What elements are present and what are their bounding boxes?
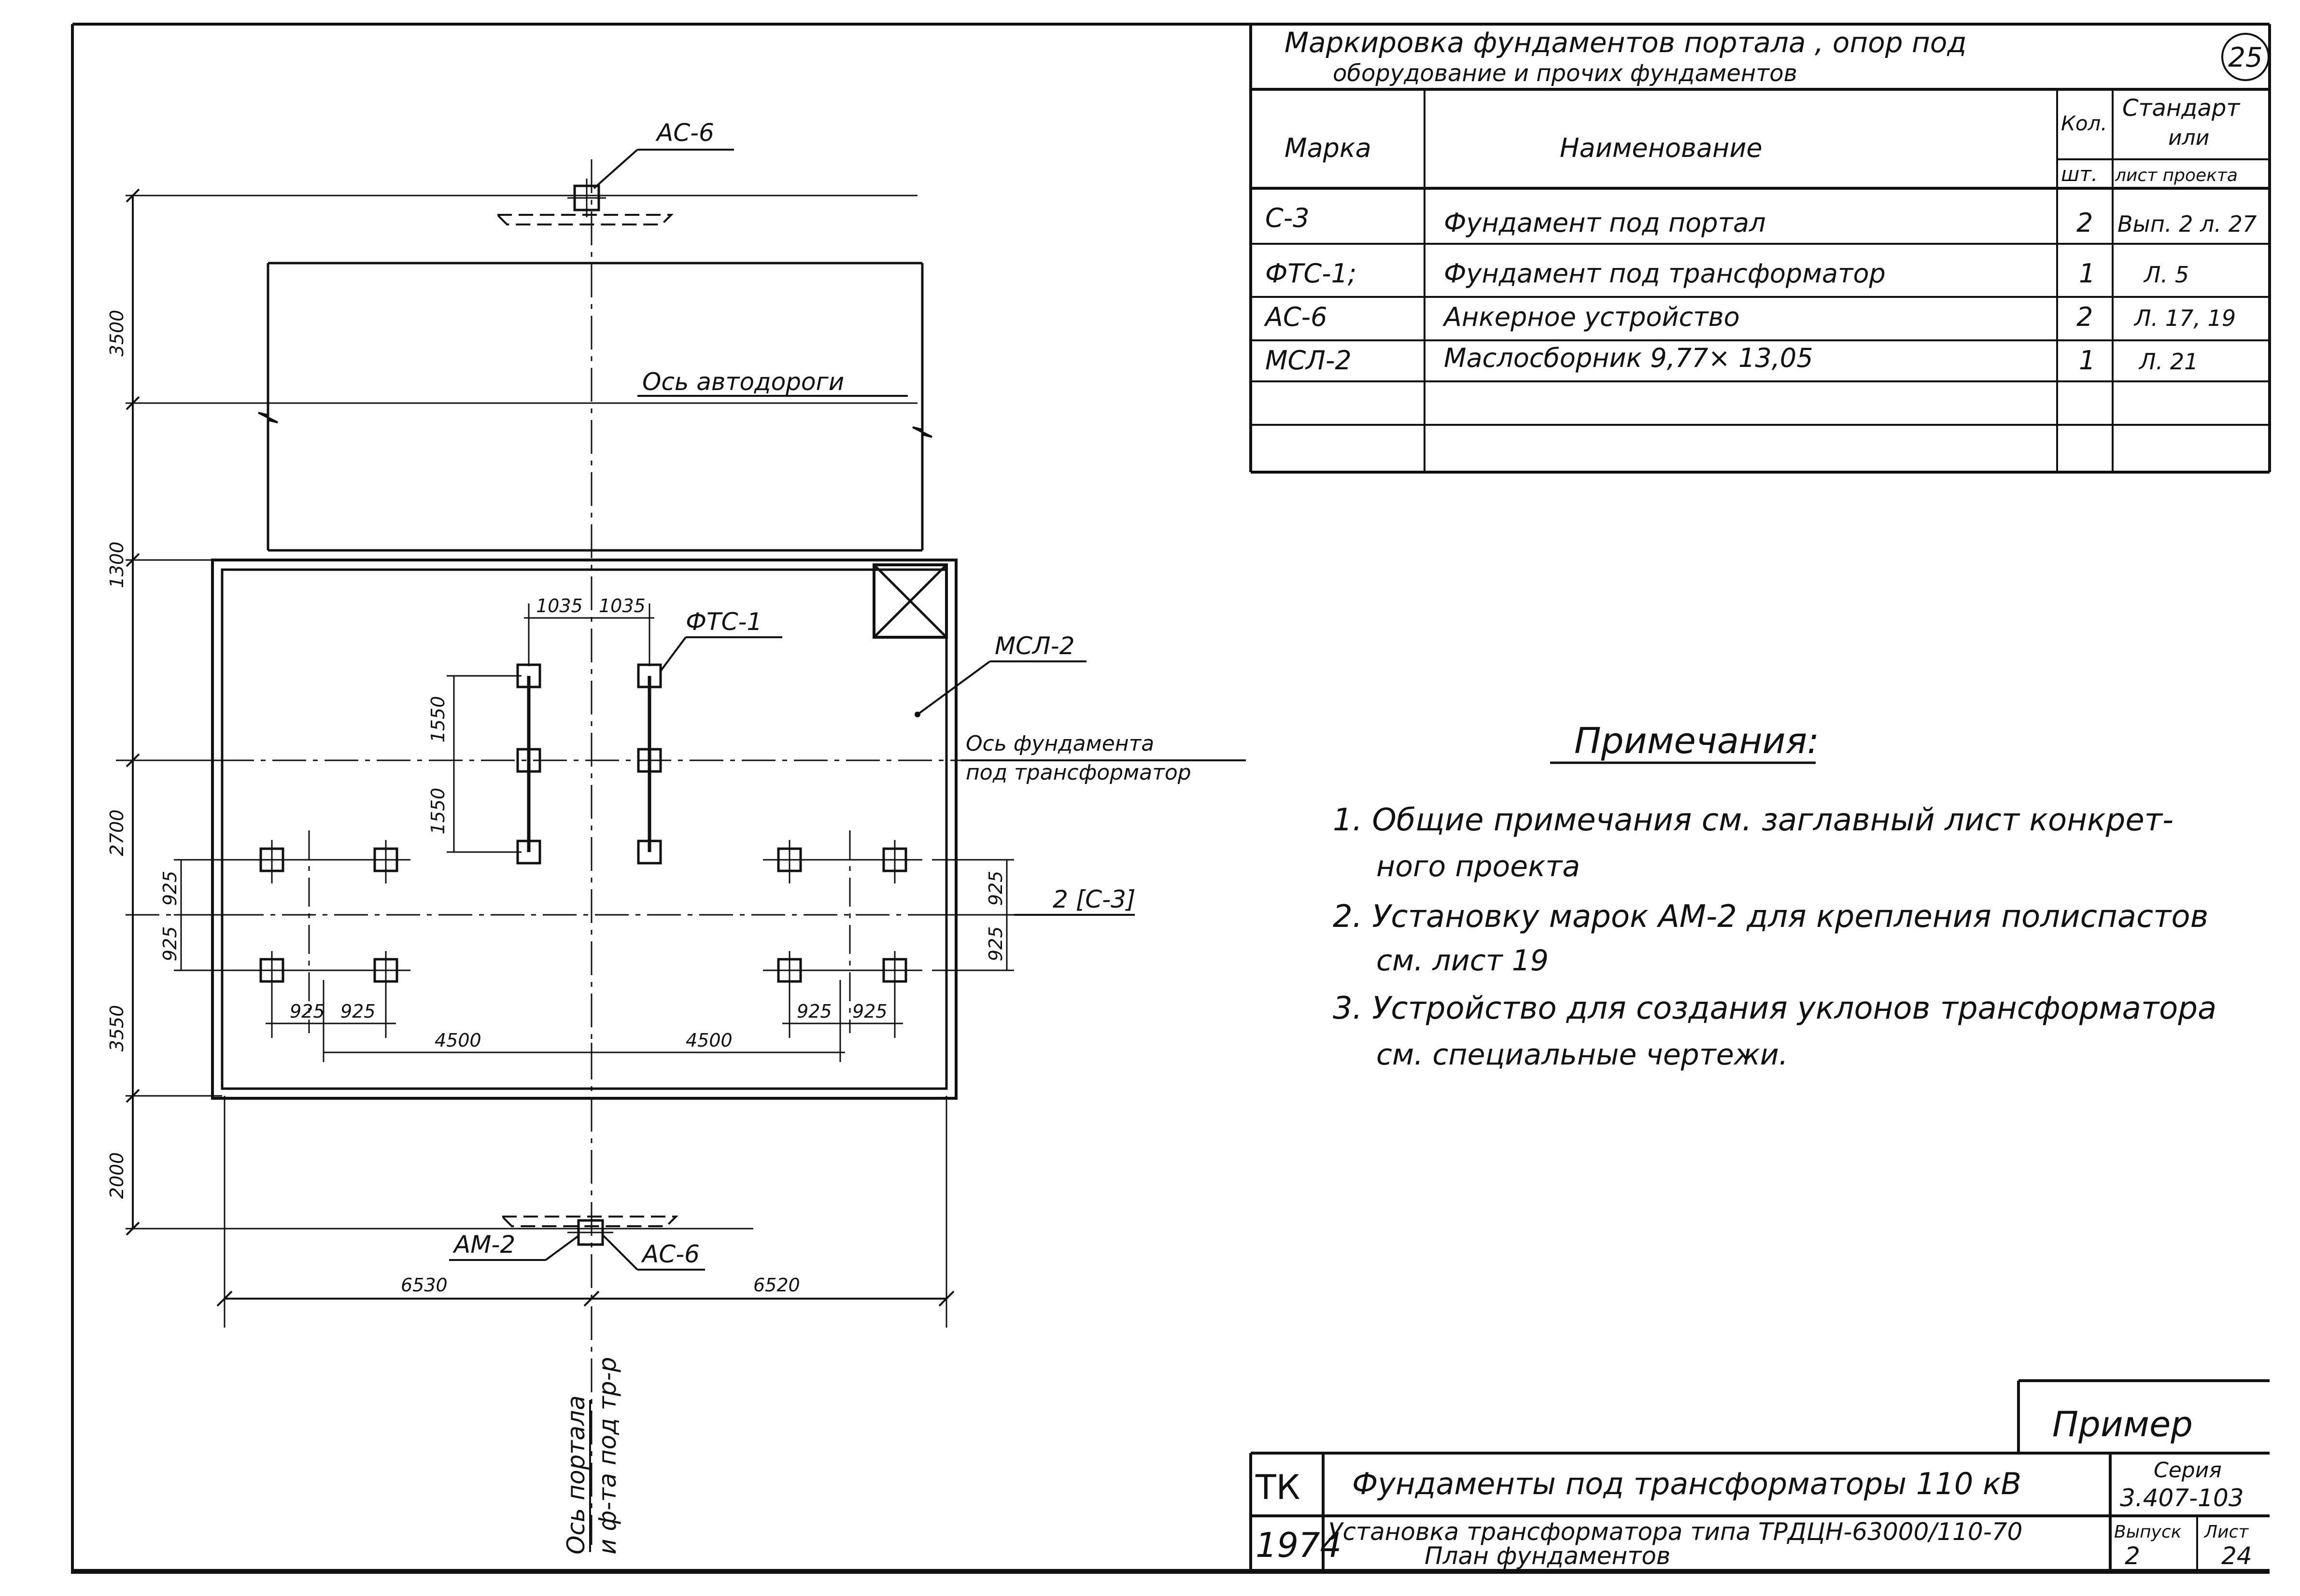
- stamp-series-label: Серия: [2154, 1458, 2222, 1483]
- note-1-line2: ного проекта: [1376, 850, 1580, 883]
- label-ac6-bottom: АС-6: [641, 1240, 700, 1268]
- dim-1550-b: 1550: [427, 788, 449, 835]
- row-ref: Л. 21: [2138, 349, 2198, 375]
- header-mark: Марка: [1284, 133, 1371, 163]
- stamp-example: Пример: [2052, 1404, 2193, 1444]
- note-2-line2: см. лист 19: [1376, 944, 1549, 978]
- stamp-subtitle-2: План фундаментов: [1425, 1542, 1670, 1570]
- table-row: С-3 Фундамент под портал 2 Вып. 2 л. 27: [1265, 203, 2257, 238]
- dim-925-hr1: 925: [797, 1001, 832, 1022]
- dim-925-vl1: 925: [159, 871, 181, 906]
- stamp-subtitle-1: Установка трансформатора типа ТРДЦН-6300…: [1328, 1518, 2022, 1546]
- dim-925-hl1: 925: [290, 1001, 325, 1022]
- dim-6530: 6530: [401, 1274, 448, 1296]
- note-3-line1: 3. Устройство для создания уклонов транс…: [1333, 991, 2216, 1026]
- note-3-line2: см. специальные чертежи.: [1376, 1038, 1788, 1072]
- label-foundation-axis-1: Ось фундамента: [966, 731, 1154, 756]
- title-block: Пример ТК 1974 Фундаменты под трансформа…: [1249, 1379, 2270, 1571]
- row-ref: Вып. 2 л. 27: [2117, 211, 2257, 237]
- notes: Примечания: 1. Общие примечания см. загл…: [1333, 720, 2216, 1072]
- note-1-line1: 1. Общие примечания см. заглавный лист к…: [1333, 802, 2173, 838]
- header-std-1: Стандарт: [2122, 95, 2241, 122]
- anchor-ac6-bottom: АМ-2 АС-6: [449, 1216, 705, 1271]
- table-row: МСЛ-2 Маслосборник 9,77× 13,05 1 Л. 21: [1265, 343, 2198, 376]
- marking-table: 25 Маркировка фундаментов портала , опор…: [1249, 24, 2271, 474]
- label-portal-axis-1: Ось портала: [562, 1395, 590, 1554]
- dim-925-vr2: 925: [985, 926, 1006, 962]
- table-row: АС-6 Анкерное устройство 2 Л. 17, 19: [1264, 302, 2236, 332]
- label-foundation-axis-2: под трансформатор: [966, 760, 1191, 785]
- stamp-org: ТК: [1255, 1468, 1300, 1507]
- header-std-3: лист проекта: [2115, 166, 2238, 185]
- label-msl2: МСЛ-2: [995, 632, 1075, 660]
- row-qty: 1: [2079, 258, 2095, 289]
- dim-3550: 3550: [106, 1005, 127, 1052]
- row-qty: 2: [2076, 208, 2093, 238]
- stamp-sheet-label: Лист: [2203, 1522, 2249, 1542]
- label-ac6-top: АС-6: [655, 119, 714, 147]
- label-c3: 2 [С-3]: [1053, 885, 1135, 913]
- stamp-series-value: 3.407-103: [2120, 1484, 2244, 1512]
- road: Ось автодороги: [258, 262, 932, 552]
- dim-4500-left: 4500: [435, 1030, 481, 1051]
- row-name: Фундамент под трансформатор: [1444, 258, 1886, 289]
- dim-1035-b: 1035: [599, 595, 646, 616]
- dim-925-hl2: 925: [340, 1001, 376, 1022]
- dim-4500-right: 4500: [686, 1030, 733, 1051]
- dim-3500: 3500: [106, 310, 127, 357]
- header-qty-bottom: шт.: [2061, 162, 2098, 186]
- sheet-frame: [71, 23, 2270, 1574]
- row-name: Анкерное устройство: [1442, 302, 1740, 332]
- axes: Ось фундамента под трансформатор 2 [С-3]…: [116, 159, 1246, 1554]
- label-am2: АМ-2: [452, 1231, 515, 1259]
- dim-925-hr2: 925: [852, 1001, 888, 1022]
- row-mark: ФТС-1;: [1265, 258, 1356, 289]
- header-name: Наименование: [1560, 133, 1763, 163]
- plan: 3500 1300 2700 3550 2000 АС-6 Ось автодо…: [106, 119, 1246, 1554]
- dim-925-vr1: 925: [985, 871, 1006, 906]
- label-portal-axis-2: и ф-та под тр-р: [593, 1357, 621, 1554]
- sheet-number: 25: [2228, 42, 2262, 73]
- dim-2700: 2700: [106, 810, 127, 856]
- table-title-line1: Маркировка фундаментов портала , опор по…: [1284, 26, 1966, 59]
- row-qty: 1: [2079, 345, 2095, 376]
- dim-1550-a: 1550: [427, 696, 449, 743]
- row-mark: С-3: [1265, 203, 1310, 233]
- table-title-line2: оборудование и прочих фундаментов: [1333, 60, 1797, 87]
- header-std-2: или: [2168, 126, 2209, 150]
- dim-6520: 6520: [753, 1274, 800, 1296]
- left-dimension-chain: 3500 1300 2700 3550 2000: [106, 188, 917, 1236]
- row-ref: Л. 17, 19: [2133, 305, 2236, 331]
- stamp-issue-value: 2: [2125, 1542, 2140, 1570]
- table-row: ФТС-1; Фундамент под трансформатор 1 Л. …: [1265, 258, 2189, 289]
- dim-2000: 2000: [106, 1152, 127, 1199]
- stamp-year: 1974: [1256, 1526, 1341, 1565]
- label-road-axis: Ось автодороги: [642, 368, 844, 396]
- note-2-line1: 2. Установку марок АМ-2 для крепления по…: [1333, 899, 2208, 935]
- row-ref: Л. 5: [2143, 262, 2189, 288]
- oil-collector-msl2: МСЛ-2: [211, 559, 1087, 1100]
- row-qty: 2: [2076, 302, 2093, 332]
- row-mark: МСЛ-2: [1265, 345, 1352, 376]
- dim-1300: 1300: [106, 542, 127, 588]
- label-ftc1: ФТС-1: [686, 608, 762, 636]
- stamp-issue-label: Выпуск: [2114, 1522, 2182, 1542]
- notes-heading: Примечания:: [1574, 720, 1819, 762]
- row-mark: АС-6: [1264, 302, 1327, 332]
- stamp-sheet-value: 24: [2221, 1542, 2252, 1570]
- transformer-foundation-ftc1: 1035 1035 1550 1550 ФТС-1: [427, 595, 782, 865]
- portal-foundations-c3: 925 925 925 925 925 925 925 925 4500 450…: [159, 840, 1014, 1062]
- dim-1035-a: 1035: [536, 595, 583, 616]
- dim-925-vl2: 925: [159, 926, 181, 962]
- stamp-title: Фундаменты под трансформаторы 110 кВ: [1352, 1466, 2021, 1501]
- row-name: Фундамент под портал: [1444, 208, 1766, 238]
- bottom-dimension: 6530 6520: [216, 1096, 955, 1328]
- header-qty-top: Кол.: [2061, 112, 2107, 135]
- row-name: Маслосборник 9,77× 13,05: [1444, 343, 1813, 373]
- anchor-ac6-top: АС-6: [495, 119, 734, 225]
